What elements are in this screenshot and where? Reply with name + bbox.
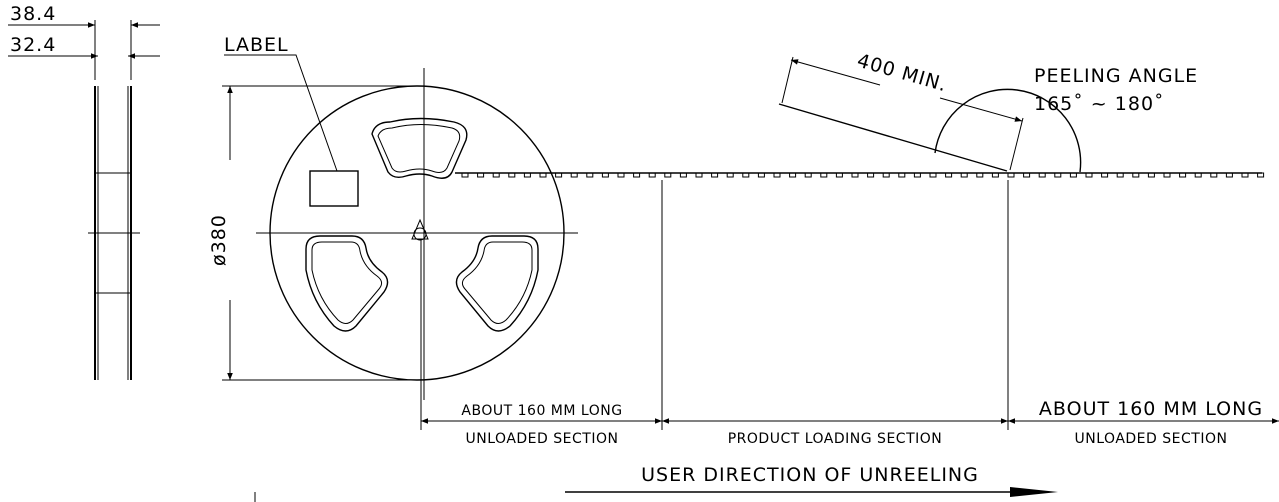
tape-pocket bbox=[742, 172, 750, 178]
tape-pocket bbox=[804, 172, 812, 178]
tape-pocket bbox=[1194, 172, 1202, 178]
tape-pocket bbox=[976, 172, 984, 178]
tape-pocket bbox=[555, 172, 563, 178]
dim-inner-width: 32.4 bbox=[10, 34, 56, 56]
tape-pocket bbox=[1241, 172, 1249, 178]
tape-pocket bbox=[820, 172, 828, 178]
peeling-angle-range: 165˚ ~ 180˚ bbox=[1034, 93, 1165, 115]
tape-pocket bbox=[851, 172, 859, 178]
tape-pocket bbox=[773, 172, 781, 178]
tape-pocket bbox=[508, 172, 516, 178]
peeling-detail: 400 MIN. PEELING ANGLE 165˚ ~ 180˚ bbox=[778, 50, 1198, 173]
tape-pocket bbox=[492, 172, 500, 178]
tape-pocket bbox=[1101, 172, 1109, 178]
tape-pocket bbox=[633, 172, 641, 178]
tape-pocket bbox=[945, 172, 953, 178]
tape-pocket bbox=[1179, 172, 1187, 178]
reel-window-right bbox=[455, 235, 539, 332]
tape-pocket bbox=[929, 172, 937, 178]
tape-pocket bbox=[523, 172, 531, 178]
tape-pocket bbox=[570, 172, 578, 178]
tape-pocket bbox=[601, 172, 609, 178]
reel-window-left bbox=[305, 235, 389, 332]
tape-pocket bbox=[664, 172, 672, 178]
hub-center-mark bbox=[411, 218, 429, 241]
diameter-dimension: ø380 bbox=[208, 214, 230, 266]
tape-pocket bbox=[757, 172, 765, 178]
tape-pocket bbox=[711, 172, 719, 178]
tape-pocket bbox=[1147, 172, 1155, 178]
tape-pocket bbox=[1116, 172, 1124, 178]
right-section-name: UNLOADED SECTION bbox=[1075, 431, 1228, 447]
reel-window-top bbox=[371, 117, 468, 179]
right-section-length: ABOUT 160 MM LONG bbox=[1039, 398, 1263, 420]
tape-pocket bbox=[539, 172, 547, 178]
tape-pocket bbox=[898, 172, 906, 178]
tape-pocket bbox=[586, 172, 594, 178]
tape-pocket bbox=[1069, 172, 1077, 178]
tape-pocket bbox=[1225, 172, 1233, 178]
unreeling-direction: USER DIRECTION OF UNREELING bbox=[254, 464, 1058, 502]
reel-side-view: 38.4 32.4 bbox=[8, 3, 160, 380]
reel-front-view: LABEL ø380 bbox=[208, 34, 578, 400]
tape-pocket bbox=[726, 172, 734, 178]
tape-pocket bbox=[1210, 172, 1218, 178]
tape-pocket bbox=[695, 172, 703, 178]
carrier-tape bbox=[455, 172, 1265, 178]
tape-pocket bbox=[1257, 172, 1265, 178]
peeling-angle-title: PEELING ANGLE bbox=[1034, 65, 1198, 87]
tape-pocket bbox=[461, 172, 469, 178]
tape-pocket bbox=[1007, 172, 1015, 178]
tape-pocket bbox=[835, 172, 843, 178]
product-loading-section: PRODUCT LOADING SECTION bbox=[728, 431, 943, 447]
tape-pocket bbox=[991, 172, 999, 178]
tape-pocket bbox=[1163, 172, 1171, 178]
tape-pockets bbox=[461, 172, 1265, 178]
tape-pocket bbox=[1132, 172, 1140, 178]
peel-length-dimension: 400 MIN. bbox=[855, 50, 950, 97]
tape-pocket bbox=[648, 172, 656, 178]
tape-pocket bbox=[867, 172, 875, 178]
tape-pocket bbox=[960, 172, 968, 178]
dim-outer-width: 38.4 bbox=[10, 3, 56, 25]
tape-pocket bbox=[913, 172, 921, 178]
left-section-name: UNLOADED SECTION bbox=[466, 431, 619, 447]
label-area bbox=[309, 170, 359, 207]
label-callout: LABEL bbox=[224, 34, 289, 56]
direction-label: USER DIRECTION OF UNREELING bbox=[641, 464, 979, 486]
left-section-length: ABOUT 160 MM LONG bbox=[461, 403, 622, 419]
tape-pocket bbox=[477, 172, 485, 178]
tape-pocket bbox=[882, 172, 890, 178]
tape-pocket bbox=[679, 172, 687, 178]
tape-pocket bbox=[1085, 172, 1093, 178]
tape-pocket bbox=[1023, 172, 1031, 178]
tape-pocket bbox=[1054, 172, 1062, 178]
tape-pocket bbox=[789, 172, 797, 178]
section-dimensions: ABOUT 160 MM LONG UNLOADED SECTION PRODU… bbox=[421, 398, 1279, 447]
tape-pocket bbox=[617, 172, 625, 178]
tape-pocket bbox=[1038, 172, 1046, 178]
